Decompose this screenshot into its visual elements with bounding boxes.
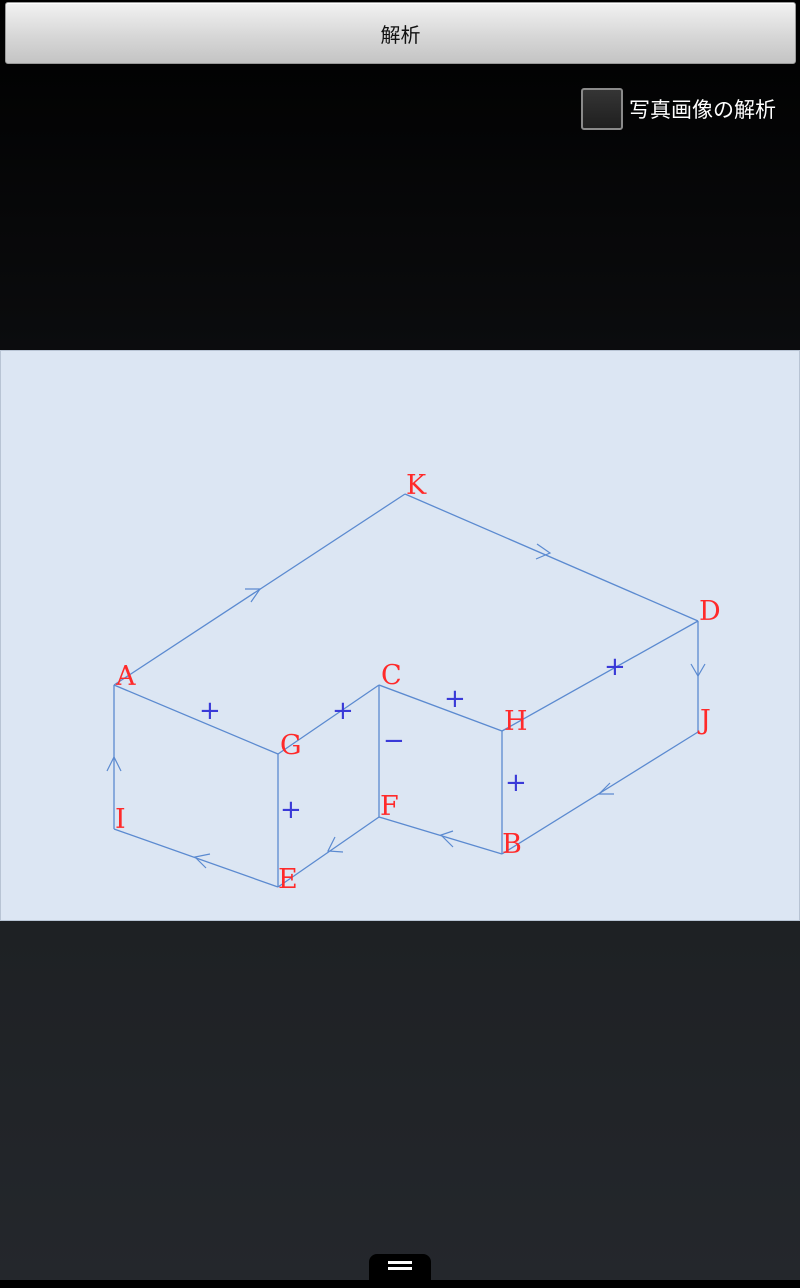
vertex-label-g: G [280,730,302,761]
photo-analysis-label: 写真画像の解析 [629,98,776,122]
vertex-label-k: K [406,470,427,501]
photo-analysis-option[interactable]: 写真画像の解析 [581,86,776,132]
edge-g-c [277,684,380,755]
vertex-label-a: A [115,661,136,692]
arrow-d-j [690,663,706,678]
direction-arrows [106,543,706,869]
vertex-label-b: B [502,829,522,860]
vertex-label-e: E [278,864,298,895]
sign-face-gc: + [332,696,354,726]
sign-face-ge: + [280,795,302,825]
vertex-label-i: I [115,804,126,835]
vertex-label-c: C [381,660,402,691]
menu-icon[interactable] [369,1254,431,1288]
arrow-k-d [535,543,552,560]
analyze-button[interactable]: 解析 [5,2,796,64]
arrow-e-i [193,853,211,869]
arrow-j-b [597,782,614,795]
vertex-label-f: F [380,791,399,822]
arrow-i-a [106,755,122,772]
analyze-button-label: 解析 [380,22,421,47]
photo-analysis-checkbox[interactable] [581,88,623,130]
vertex-label-d: D [699,596,721,627]
sign-face-hd: + [604,652,626,682]
edge-f-e [277,816,380,888]
sign-face-hb: + [505,768,527,798]
arrow-f-e [327,836,344,853]
sign-face-cf: − [383,726,405,756]
diagram-edges [113,493,699,888]
edge-a-g [113,684,279,755]
arrow-b-f [439,830,454,848]
face-signs: + + + + + − + + [199,652,626,825]
edge-c-h [378,684,503,732]
vertex-label-j: J [697,705,711,736]
vertex-label-h: H [504,706,528,737]
edge-k-d [404,493,699,622]
arrow-a-k [245,588,262,603]
edge-h-d [501,620,699,732]
diagram-canvas: A B C D E F G H I J K + + + + + − + + [0,350,800,921]
circuit-diagram: A B C D E F G H I J K + + + + + − + + [106,470,721,895]
sign-face-ch: + [444,684,466,714]
vertex-labels: A B C D E F G H I J K [115,470,721,895]
edge-b-f [378,816,503,855]
sign-face-agk: + [199,696,221,726]
